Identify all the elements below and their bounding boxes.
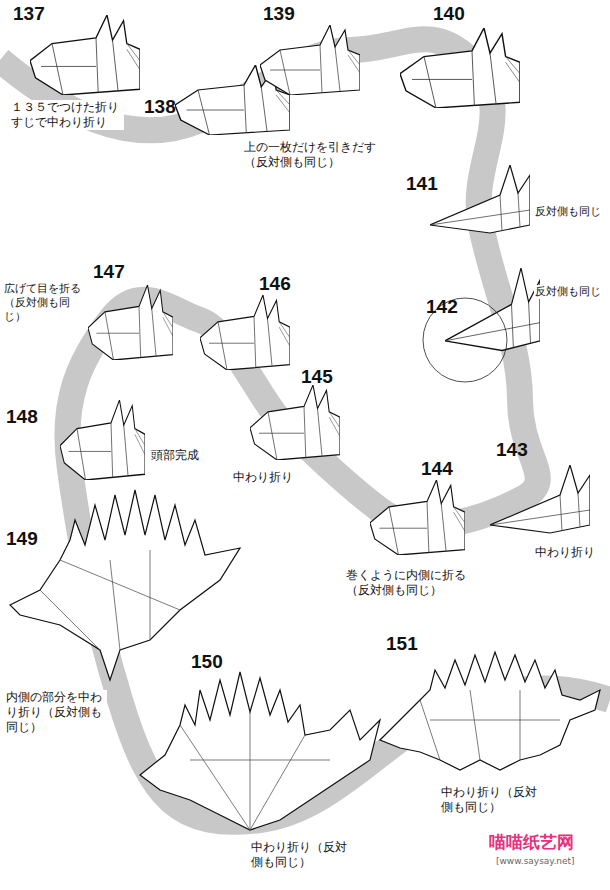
- instruction-note: 中わり折り: [534, 545, 606, 560]
- step-number: 138: [143, 95, 177, 119]
- step-number: 150: [190, 650, 224, 674]
- instruction-note: 頭部完成: [150, 448, 212, 463]
- step-number: 147: [92, 260, 126, 284]
- instruction-note: 巻くように内側に折る（反対側も同じ）: [345, 568, 472, 598]
- instruction-note: １３５でつけた折りすじで中わり折り: [10, 100, 124, 130]
- step-number: 137: [12, 2, 46, 26]
- step-number: 144: [420, 457, 454, 481]
- step-number: 148: [5, 405, 39, 429]
- step-number: 142: [425, 295, 459, 319]
- step-number: 141: [405, 172, 439, 196]
- watermark: [www.saysay.net]: [495, 856, 576, 867]
- step-number: 140: [432, 2, 466, 26]
- instruction-note: 反対側も同じ: [534, 205, 606, 219]
- step-number: 146: [258, 272, 292, 296]
- instruction-note: 反対側も同じ: [534, 285, 606, 299]
- instruction-note: 中わり折り: [232, 470, 304, 485]
- step-number: 145: [300, 365, 334, 389]
- step-number: 143: [495, 438, 529, 462]
- instruction-note: 上の一枚だけを引きだす（反対側も同じ）: [243, 140, 381, 170]
- step-number: 151: [385, 632, 419, 656]
- instruction-note: 広げて目を折る（反対側も同じ）: [3, 282, 85, 323]
- instruction-note: 中わり折り（反対側も同じ）: [440, 785, 542, 815]
- instruction-note: 内側の部分を中わり折り（反対側も同じ）: [5, 690, 107, 735]
- step-number: 139: [262, 2, 296, 26]
- watermark: 喵喵纸艺网: [488, 832, 575, 853]
- step-number: 149: [5, 527, 39, 551]
- instruction-note: 中わり折り（反対側も同じ）: [250, 840, 352, 870]
